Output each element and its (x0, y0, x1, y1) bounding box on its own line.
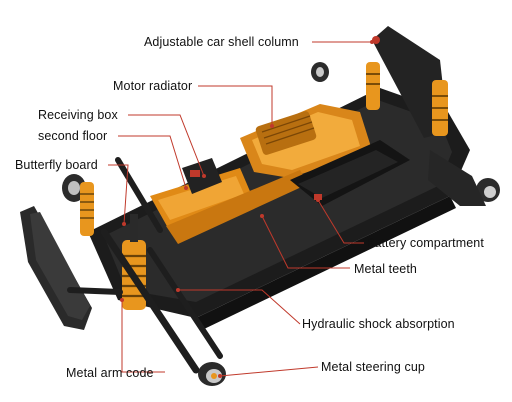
rear-hubs (311, 62, 500, 206)
label-second-floor: second floor (38, 129, 108, 143)
label-butterfly-board: Butterfly board (15, 158, 98, 172)
rear-shock-tower (366, 26, 448, 138)
motor-radiator-block (255, 111, 317, 155)
label-metal-arm-code: Metal arm code (66, 366, 154, 380)
front-suspension-arms (67, 157, 223, 374)
label-motor-radiator: Motor radiator (113, 79, 193, 93)
annotation-leader-lines (108, 41, 372, 377)
label-metal-teeth: Metal teeth (354, 262, 417, 276)
label-metal-steering-cup: Metal steering cup (321, 360, 425, 374)
label-adjustable-car-shell-column: Adjustable car shell column (144, 35, 299, 49)
label-receiving-box: Receiving box (38, 108, 118, 122)
label-hydraulic-shock-absorption: Hydraulic shock absorption (302, 317, 455, 331)
battery-compartment-part (290, 140, 410, 206)
label-battery-compartment: Battery compartment (366, 236, 484, 250)
annotation-leader-dots (120, 40, 374, 378)
